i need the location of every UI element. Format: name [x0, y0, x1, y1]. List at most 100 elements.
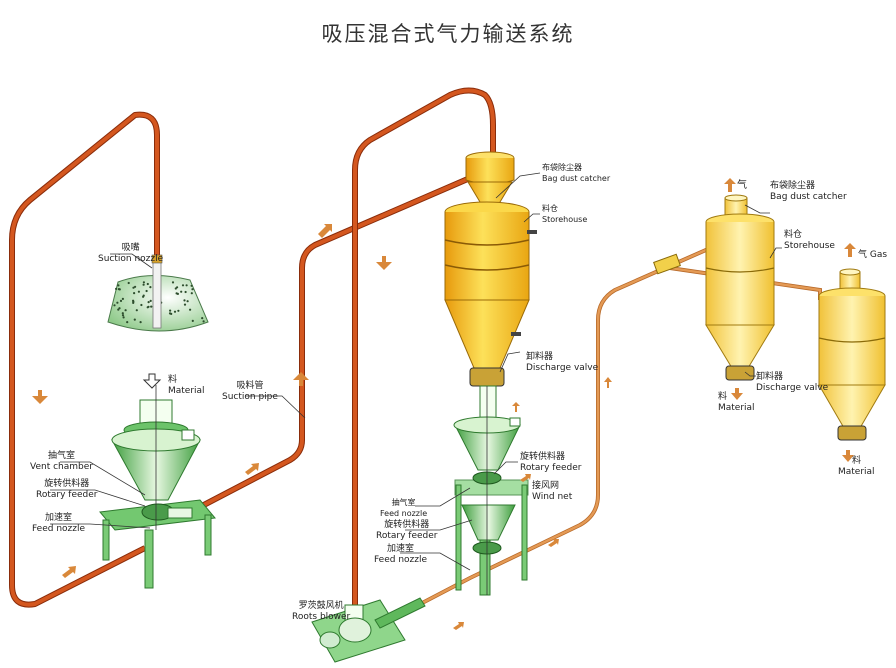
- material-particle: [147, 301, 150, 304]
- roots-blower: [311, 597, 426, 663]
- label-storehouse-right: 料仓 Storehouse: [784, 230, 835, 251]
- flow-arrow-icon: [245, 463, 259, 475]
- label-discharge-valve-center: 卸料器 Discharge valve: [526, 352, 599, 373]
- material-particle: [137, 290, 140, 293]
- material-in-arrow-icon: [142, 373, 162, 389]
- material-particle: [117, 284, 120, 287]
- material-particle: [117, 288, 120, 291]
- material-particle: [119, 299, 123, 302]
- material-particle: [113, 304, 116, 307]
- material-particle: [183, 299, 186, 302]
- material-particle: [116, 301, 119, 304]
- flow-arrow-icon: [376, 256, 392, 270]
- material-particle: [139, 321, 142, 324]
- label-material-in: 料 Material: [168, 375, 205, 396]
- material-particle: [183, 303, 187, 306]
- material-particle: [190, 292, 193, 295]
- material-particle: [124, 309, 127, 312]
- material-particle: [168, 312, 172, 315]
- blower-pipe-loop: [352, 87, 496, 608]
- center-green-feeder-unit: [453, 385, 529, 596]
- material-particle: [186, 300, 189, 303]
- material-particle: [122, 316, 125, 319]
- material-particle: [115, 287, 118, 290]
- label-feed-nozzle-left: 加速室 Feed nozzle: [32, 513, 86, 534]
- material-particle: [191, 319, 194, 322]
- label-suction-nozzle: 吸嘴 Suction nozzle: [98, 243, 164, 264]
- right-separator-1: [705, 194, 775, 381]
- material-out-arrow-icon: [842, 450, 854, 462]
- material-particle: [142, 283, 145, 286]
- material-particle: [191, 288, 194, 291]
- material-particle: [146, 306, 149, 309]
- label-roots-blower: 罗茨鼓风机 Roots blower: [292, 601, 351, 622]
- material-particle: [181, 284, 185, 287]
- material-particle: [176, 286, 179, 289]
- material-particle: [142, 294, 145, 297]
- flow-arrow-icon: [62, 566, 76, 578]
- material-particle: [177, 309, 180, 312]
- center-bag-dust-catcher: [465, 151, 515, 217]
- label-vent-chamber-left: 抽气室 Vent chamber: [30, 451, 93, 472]
- label-wind-net: 接风网 Wind net: [532, 481, 573, 502]
- material-particle: [149, 286, 152, 289]
- label-vent-chamber-lower: 抽气室 Feed nozzle: [380, 498, 428, 518]
- wind-net-arrow-icon: [520, 474, 531, 482]
- material-pile: [107, 254, 209, 332]
- material-particle: [126, 321, 129, 324]
- suction-pipe-to-separator: [173, 175, 472, 523]
- center-storehouse: [444, 201, 537, 387]
- label-suction-pipe: 吸料管 Suction pipe: [222, 381, 278, 402]
- label-bag-dust-catcher-center: 布袋除尘器 Bag dust catcher: [542, 163, 611, 183]
- material-particle: [135, 309, 138, 312]
- material-particle: [118, 307, 121, 310]
- left-rotary-feeder-unit: [99, 385, 216, 589]
- pipe-tee-junction: [653, 253, 681, 275]
- material-particle: [133, 318, 136, 321]
- material-particle: [132, 300, 135, 303]
- material-particle: [121, 312, 124, 315]
- material-particle: [140, 303, 143, 307]
- material-particle: [127, 281, 130, 285]
- material-particle: [145, 289, 148, 293]
- flow-arrow-icon: [318, 224, 332, 238]
- material-particle: [121, 314, 125, 317]
- material-particle: [132, 286, 135, 289]
- label-gas-top: 气: [737, 180, 747, 191]
- gas-up-arrow-icon: [724, 178, 736, 192]
- flow-arrow-icon: [604, 377, 612, 388]
- leader-lines: [50, 172, 782, 571]
- label-material-out-1: 料 Material: [718, 392, 755, 413]
- diagram-title: 吸压混合式气力输送系统: [321, 22, 575, 46]
- label-rotary-feeder-lower: 旋转供料器 Rotary feeder: [376, 520, 438, 541]
- right-separator-2: [818, 268, 886, 441]
- material-particle: [121, 297, 124, 300]
- vent-up-arrow-icon: [512, 402, 520, 412]
- material-particle: [184, 290, 187, 294]
- flow-arrows: [32, 178, 856, 630]
- material-particle: [169, 309, 172, 312]
- label-discharge-valve-right: 卸料器 Discharge valve: [756, 372, 829, 393]
- material-particle: [201, 317, 204, 320]
- material-particle: [149, 299, 152, 302]
- label-material-out-2: 料 Material: [838, 456, 875, 477]
- material-particle: [190, 284, 193, 287]
- material-particle: [189, 308, 192, 311]
- material-particle: [175, 292, 178, 295]
- material-particle: [171, 281, 175, 284]
- flow-arrow-icon: [32, 390, 48, 404]
- material-particle: [185, 284, 188, 287]
- flow-arrow-icon: [293, 372, 309, 386]
- material-particle: [150, 305, 153, 308]
- material-particle: [142, 281, 145, 284]
- material-particle: [133, 292, 136, 295]
- label-feed-nozzle-lower: 加速室 Feed nozzle: [374, 544, 428, 565]
- flow-arrow-icon: [548, 539, 559, 547]
- material-particle: [173, 310, 177, 313]
- label-bag-dust-catcher-right: 布袋除尘器 Bag dust catcher: [770, 181, 847, 202]
- material-particle: [134, 285, 137, 288]
- label-gas-right: 气 Gas: [858, 250, 888, 260]
- flow-arrow-icon: [453, 622, 464, 630]
- label-rotary-feeder-left: 旋转供料器 Rotary feeder: [36, 479, 98, 500]
